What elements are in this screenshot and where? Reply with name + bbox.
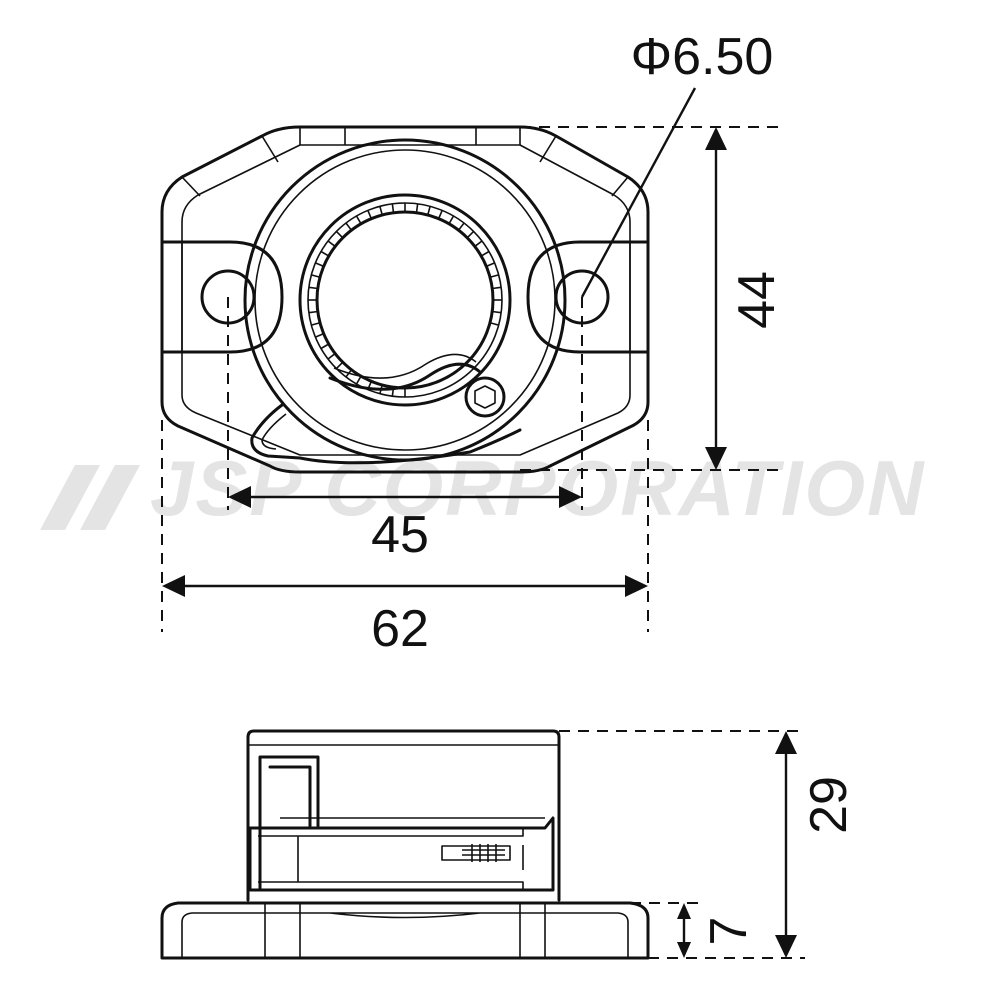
serration-tick (391, 203, 395, 213)
flange-outline (160, 125, 650, 474)
watermark: JSP CORPORATION (40, 444, 925, 532)
body-inner-ring (254, 149, 556, 451)
serration-tick (492, 286, 502, 290)
serration-tick (492, 310, 502, 314)
arrow-up-icon (677, 903, 691, 919)
serration-tick (489, 322, 499, 326)
serration-tick (315, 262, 325, 268)
socket-opening (315, 210, 495, 390)
serration-tick (355, 375, 362, 385)
corner-ribs (181, 127, 629, 197)
side-latch-spring (441, 844, 511, 862)
dimension-label-hole-diameter: Φ6.50 (631, 28, 774, 86)
dimension-label-62: 62 (371, 600, 429, 658)
serration-tick (427, 206, 431, 216)
serration-tick (489, 274, 499, 278)
leader-line-hole-diameter (580, 87, 697, 298)
arrow-right-icon (559, 486, 582, 508)
side-socket-slot-inner (258, 817, 545, 890)
cap-screw-head (464, 376, 506, 418)
side-base-inner (181, 903, 629, 958)
serration-tick (355, 215, 362, 225)
serration-tick (466, 230, 475, 239)
arrow-down-icon (705, 447, 727, 470)
serration-tick (345, 222, 353, 231)
serration-tick (311, 274, 321, 278)
side-body-outline (246, 729, 561, 902)
top-view (160, 125, 650, 474)
flange-inner-outline (181, 144, 631, 456)
tether-loop (250, 403, 522, 465)
tether-loop-inner (261, 413, 287, 450)
top-view-dimensions: 44 45 62 Φ6.50 (161, 28, 786, 658)
serration-tick (311, 322, 321, 326)
watermark-text: JSP CORPORATION (150, 444, 925, 532)
arrow-down-icon (677, 942, 691, 958)
serration-tick (320, 343, 330, 350)
serration-tick (485, 262, 495, 268)
side-view-dimensions: 29 7 (559, 730, 858, 959)
serration-tick (474, 240, 483, 248)
arrow-left-icon (162, 575, 185, 597)
side-socket-slot (248, 816, 555, 892)
arrow-left-icon (228, 486, 251, 508)
socket-outer-ring (298, 193, 512, 407)
body-outer-ring (243, 138, 567, 462)
dimension-label-7: 7 (700, 917, 758, 946)
arrow-right-icon (625, 575, 648, 597)
serration-tick (315, 332, 325, 338)
serration-tick (320, 250, 330, 257)
socket-serrations (308, 203, 502, 397)
arrow-up-icon (775, 731, 797, 754)
arrow-down-icon (775, 935, 797, 958)
cap-cord-inner (333, 353, 477, 379)
serration-tick (457, 222, 465, 231)
serration-tick (308, 310, 318, 314)
serration-tick (308, 286, 318, 290)
serration-tick (480, 250, 490, 257)
serration-tick (379, 206, 383, 216)
serration-tick (448, 215, 455, 225)
serration-tick (367, 210, 373, 220)
side-view (160, 729, 650, 960)
dimension-label-44: 44 (728, 271, 786, 329)
serration-tick (327, 352, 336, 360)
hex-socket-icon (474, 385, 496, 409)
arrow-up-icon (705, 127, 727, 150)
dimension-label-45: 45 (371, 506, 429, 564)
side-cap-block (258, 755, 320, 892)
cap-cord (328, 362, 482, 391)
serration-tick (327, 240, 336, 248)
serration-tick (335, 361, 344, 370)
dimension-label-29: 29 (800, 776, 858, 834)
serration-tick (335, 230, 344, 239)
left-lug (160, 240, 284, 354)
serration-tick (437, 210, 443, 220)
serration-tick (415, 203, 419, 213)
watermark-logo-mark (40, 465, 140, 530)
side-base-flange (160, 901, 650, 960)
